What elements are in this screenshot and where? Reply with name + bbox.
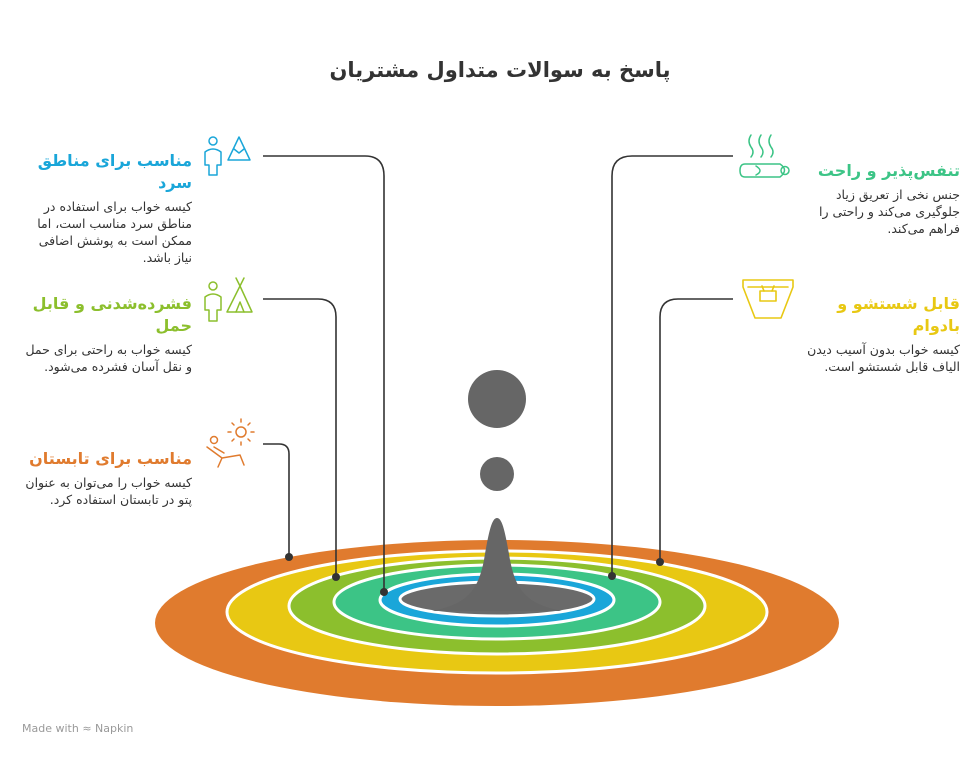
drop-large: [468, 370, 526, 428]
connector-dot-washable: [656, 558, 664, 566]
item-cold: مناسب برای مناطق سرد کیسه خواب برای استف…: [22, 150, 192, 266]
person-mountain-icon: [204, 136, 251, 176]
footer-made-with: Made with: [22, 722, 79, 735]
connector-dot-compress: [332, 573, 340, 581]
connector-summer: [263, 443, 290, 557]
connector-dot-breathable: [608, 572, 616, 580]
napkin-logo-icon: ≈: [82, 722, 92, 735]
item-washable-heading: قابل شستشو و بادوام: [837, 294, 960, 335]
item-compress: فشرده‌شدنی و قابل حمل کیسه خواب به راحتی…: [22, 293, 192, 375]
connector-dot-summer: [285, 553, 293, 561]
item-washable-body: کیسه خواب بدون آسیب دیدن الیاف قابل شستش…: [807, 342, 960, 374]
splash-peak: [432, 518, 562, 611]
item-breathable-body: جنس نخی از تعریق زیاد جلوگیری می‌کند و ر…: [819, 187, 960, 236]
footer-credit: Made with ≈ Napkin: [22, 722, 133, 735]
item-breathable: تنفس‌پذیر و راحت جنس نخی از تعریق زیاد ج…: [804, 160, 960, 237]
item-summer-heading: مناسب برای تابستان: [29, 449, 192, 468]
steam-sleeping-bag-icon: [739, 134, 790, 178]
drop-small: [480, 457, 514, 491]
item-cold-heading: مناسب برای مناطق سرد: [37, 151, 192, 192]
page-title: پاسخ به سوالات متداول مشتریان: [329, 58, 671, 82]
item-cold-body: کیسه خواب برای استفاده در مناطق سرد مناس…: [37, 199, 192, 265]
wash-basin-icon: [742, 279, 794, 319]
item-summer: مناسب برای تابستان کیسه خواب را می‌توان …: [22, 448, 192, 508]
connector-washable: [659, 298, 733, 562]
connector-compress: [263, 298, 337, 577]
item-compress-body: کیسه خواب به راحتی برای حمل و نقل آسان ف…: [25, 342, 192, 374]
connector-dot-cold: [380, 588, 388, 596]
person-tent-icon: [204, 277, 253, 322]
connector-breathable: [611, 155, 733, 576]
connector-cold: [263, 155, 385, 592]
footer-brand: Napkin: [95, 722, 134, 735]
sun-lounger-icon: [206, 418, 255, 468]
item-washable: قابل شستشو و بادوام کیسه خواب بدون آسیب …: [804, 293, 960, 375]
item-compress-heading: فشرده‌شدنی و قابل حمل: [32, 294, 192, 335]
item-breathable-heading: تنفس‌پذیر و راحت: [817, 161, 960, 180]
item-summer-body: کیسه خواب را می‌توان به عنوان پتو در تاب…: [25, 475, 192, 507]
